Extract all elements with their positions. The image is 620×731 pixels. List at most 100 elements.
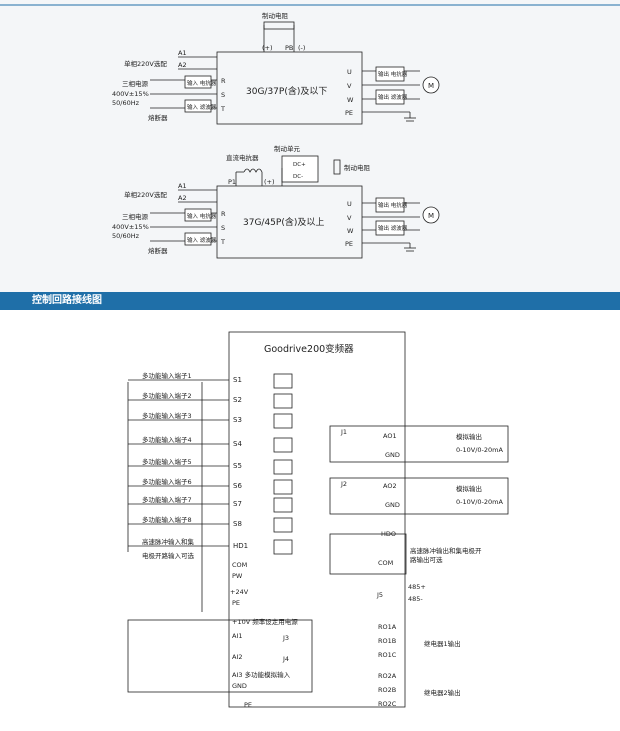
j4-label: J4 [282, 655, 289, 663]
fuse-label-2: 熔断器 [148, 246, 168, 255]
model-small-label: 30G/37P(含)及以下 [246, 85, 327, 97]
input-terminal-6: S6 [233, 482, 242, 490]
com-label: COM [232, 561, 247, 569]
optocoupler-7 [273, 497, 293, 513]
pb-label: PB [285, 44, 293, 52]
input-label-7: 多功能输入端子7 [142, 495, 192, 504]
ro2a-label: RO2A [378, 672, 397, 680]
input-label-3: 多功能输入端子3 [142, 411, 192, 420]
p24-label: +24V [230, 588, 249, 596]
pe-label: PE [345, 109, 353, 117]
v-label: V [347, 82, 352, 90]
three-phase-line-3: 50/60Hz [112, 99, 140, 107]
three-phase-line-1: 三相电源 [122, 79, 149, 88]
hdo-desc-1: 高速脉冲输出和集电极开 [410, 546, 482, 555]
hdo-desc-2: 路输出可选 [410, 555, 443, 564]
plus-label-2: (+) [264, 178, 275, 186]
input-terminal-1: S1 [233, 376, 242, 384]
pe-label-ctrl: PE [232, 599, 240, 607]
output-filter-label: 输出 滤波器 [378, 93, 408, 101]
input-terminal-8: S8 [233, 520, 242, 528]
input-terminal-4: S4 [233, 440, 242, 448]
ao2-label: AO2 [383, 482, 397, 490]
ro2c-label: RO2C [378, 700, 397, 708]
ao2-box [329, 477, 509, 515]
motor-label: M [428, 82, 434, 90]
rs485-minus-label: 485- [408, 595, 423, 603]
input-label-4: 多功能输入端子4 [142, 435, 192, 444]
input-label-10: 电极开路输入可选 [142, 551, 195, 560]
com-right-label: COM [378, 559, 393, 567]
three-phase-line-1b: 三相电源 [122, 212, 149, 221]
a1-label-2: A1 [178, 182, 187, 190]
input-label-5: 多功能输入端子5 [142, 457, 192, 466]
section-header-bar [0, 292, 620, 310]
input-label-2: 多功能输入端子2 [142, 391, 192, 400]
model-large-label: 37G/45P(含)及以上 [243, 216, 324, 228]
j1-label: J1 [340, 428, 347, 436]
input-label-9: 高速脉冲输入和集 [142, 537, 195, 546]
input-reactor-label-2: 输入 电抗器 [187, 212, 217, 220]
minus-label: (-) [298, 44, 305, 52]
brake-resistor-label-2: 制动电阻 [344, 163, 371, 172]
a1-label: A1 [178, 49, 187, 57]
dc-plus-label: DC+ [293, 162, 306, 168]
drive-box-large [216, 185, 363, 259]
input-terminal-7: S7 [233, 500, 242, 508]
p1-label: P1 [228, 178, 236, 186]
hdo-label: HDO [381, 530, 396, 538]
optocoupler-1 [273, 373, 293, 389]
analog-input-box [127, 619, 313, 693]
j2-label: J2 [340, 480, 347, 488]
analog-range-label-1: 0-10V/0-20mA [456, 446, 503, 454]
drive-box-control [228, 331, 406, 708]
three-phase-line-2b: 400V±15% [112, 223, 149, 231]
dc-minus-label: DC- [293, 174, 303, 180]
main-circuit-diagram: 制动电阻 (+) PB (-) 单相220V选配 A1 A2 三相电源 400V… [0, 0, 620, 292]
fuse-label: 熔断器 [148, 113, 168, 122]
ao1-box [329, 425, 509, 463]
input-filter-label: 输入 滤波器 [187, 103, 217, 111]
analog-out-label-2: 模拟输出 [456, 484, 482, 493]
input-filter-label-2: 输入 滤波器 [187, 236, 217, 244]
s-label: S [221, 91, 225, 99]
drive-title: Goodrive200变频器 [264, 343, 354, 355]
p10-label: +10V 频率设定用电源 [232, 617, 298, 626]
motor-label-2: M [428, 212, 434, 220]
single-phase-label: 单相220V选配 [124, 59, 167, 68]
optocoupler-9 [273, 539, 293, 555]
optocoupler-3 [273, 413, 293, 429]
gnd-right-label-1: GND [385, 451, 400, 459]
pe-label-2: PE [345, 240, 353, 248]
pw-label: PW [232, 572, 243, 580]
optocoupler-8 [273, 517, 293, 533]
output-reactor-label-2: 输出 电抗器 [378, 201, 408, 209]
a2-label-2: A2 [178, 194, 187, 202]
analog-out-label-1: 模拟输出 [456, 432, 482, 441]
w-label: W [347, 96, 354, 104]
input-terminal-5: S5 [233, 462, 242, 470]
relay2-label: 继电器2输出 [424, 688, 461, 697]
drive-box-small [216, 51, 363, 125]
optocoupler-4 [273, 437, 293, 453]
brake-resistor-label: 制动电阻 [262, 11, 289, 20]
analog-range-label-2: 0-10V/0-20mA [456, 498, 503, 506]
ro1b-label: RO1B [378, 637, 396, 645]
three-phase-line-3b: 50/60Hz [112, 232, 140, 240]
ro1c-label: RO1C [378, 651, 397, 659]
pe-bottom-label: PE [244, 701, 252, 709]
plus-label: (+) [262, 44, 273, 52]
ai3-label: AI3 多功能模拟输入 [232, 670, 291, 679]
r-label-2: R [221, 210, 226, 218]
input-terminal-3: S3 [233, 416, 242, 424]
j3-label: J3 [282, 634, 289, 642]
a2-label: A2 [178, 61, 187, 69]
input-label-6: 多功能输入端子6 [142, 477, 192, 486]
single-phase-label-2: 单相220V选配 [124, 190, 167, 199]
ro2b-label: RO2B [378, 686, 396, 694]
v-label-2: V [347, 214, 352, 222]
ai1-label: AI1 [232, 632, 243, 640]
output-reactor-label: 输出 电抗器 [378, 70, 408, 78]
